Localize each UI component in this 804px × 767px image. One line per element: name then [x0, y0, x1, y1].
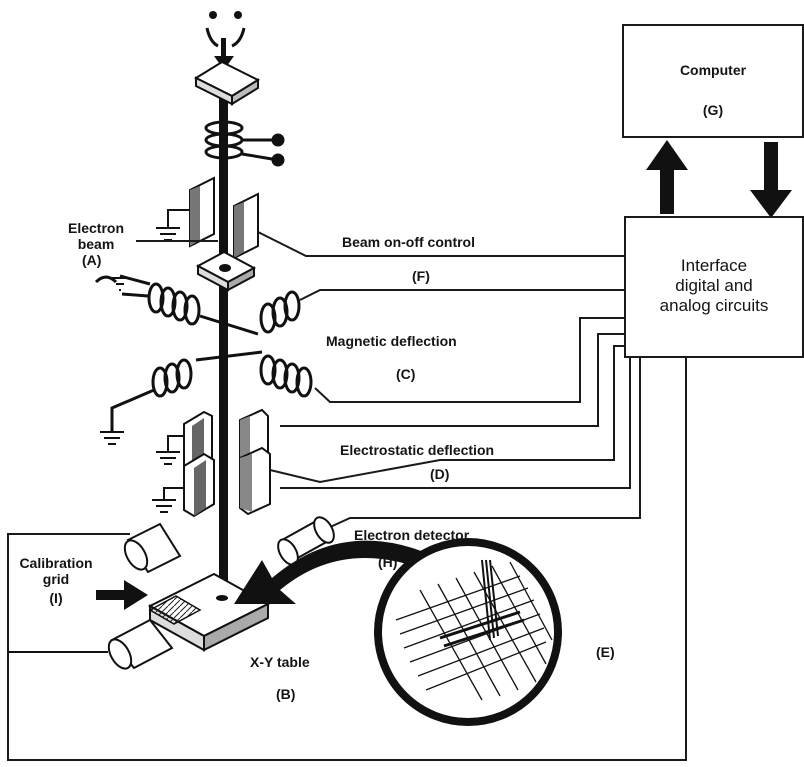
- magnetic-deflection-coils: [94, 274, 313, 445]
- focus-coil: [204, 120, 285, 167]
- electron-beam-label-line2: beam: [77, 236, 115, 252]
- computer-to-interface-arrow: [646, 140, 688, 214]
- calibration-grid-label-line2: grid: [42, 571, 70, 587]
- beam-control-label: Beam on-off control: [342, 234, 475, 250]
- signal-wires: [257, 231, 687, 529]
- calibration-grid-label-line1: Calibration: [19, 555, 93, 571]
- blanking-plates: [156, 176, 259, 260]
- beam-control-tag: (F): [412, 268, 430, 284]
- magnified-grid-inset: [374, 538, 562, 726]
- xy-table: [8, 522, 271, 670]
- interface-line-1: Interface: [680, 256, 748, 275]
- electron-beam-column: [219, 88, 228, 600]
- electrostatic-deflection-tag: (D): [430, 466, 450, 482]
- electrostatic-deflection-plates: [152, 408, 271, 518]
- interface-to-computer-arrow: [750, 142, 792, 218]
- computer-tag: (G): [702, 102, 724, 118]
- calibration-grid-tag: (I): [49, 590, 63, 606]
- magnetic-deflection-tag: (C): [396, 366, 416, 382]
- electron-beam-tag: (A): [82, 252, 102, 268]
- inset-tag: (E): [596, 644, 615, 660]
- electrostatic-deflection-label: Electrostatic deflection: [340, 442, 495, 458]
- electron-source: [193, 11, 261, 106]
- computer-title: Computer: [679, 62, 747, 78]
- magnetic-deflection-label: Magnetic deflection: [326, 333, 457, 349]
- system-frame: [7, 358, 687, 761]
- electron-detector: [277, 516, 335, 566]
- electron-detector-label: Electron detector: [354, 527, 470, 543]
- xy-table-tag: (B): [276, 686, 296, 702]
- interface-line-3: analog circuits: [659, 296, 769, 315]
- electron-beam-leader-line: [136, 240, 218, 242]
- calibration-grid-arrow: [96, 580, 148, 610]
- interface-box: Interface digital and analog circuits: [624, 216, 804, 358]
- inset-pointer-arrow: [234, 540, 424, 604]
- computer-box: Computer (G): [622, 24, 804, 138]
- interface-line-2: digital and: [675, 276, 753, 295]
- electron-beam-label-line1: Electron: [67, 220, 124, 236]
- aperture-plate: [195, 250, 257, 292]
- coil-ground-symbol: [112, 277, 128, 291]
- electron-detector-tag: (H): [378, 554, 398, 570]
- xy-table-label: X-Y table: [250, 654, 310, 670]
